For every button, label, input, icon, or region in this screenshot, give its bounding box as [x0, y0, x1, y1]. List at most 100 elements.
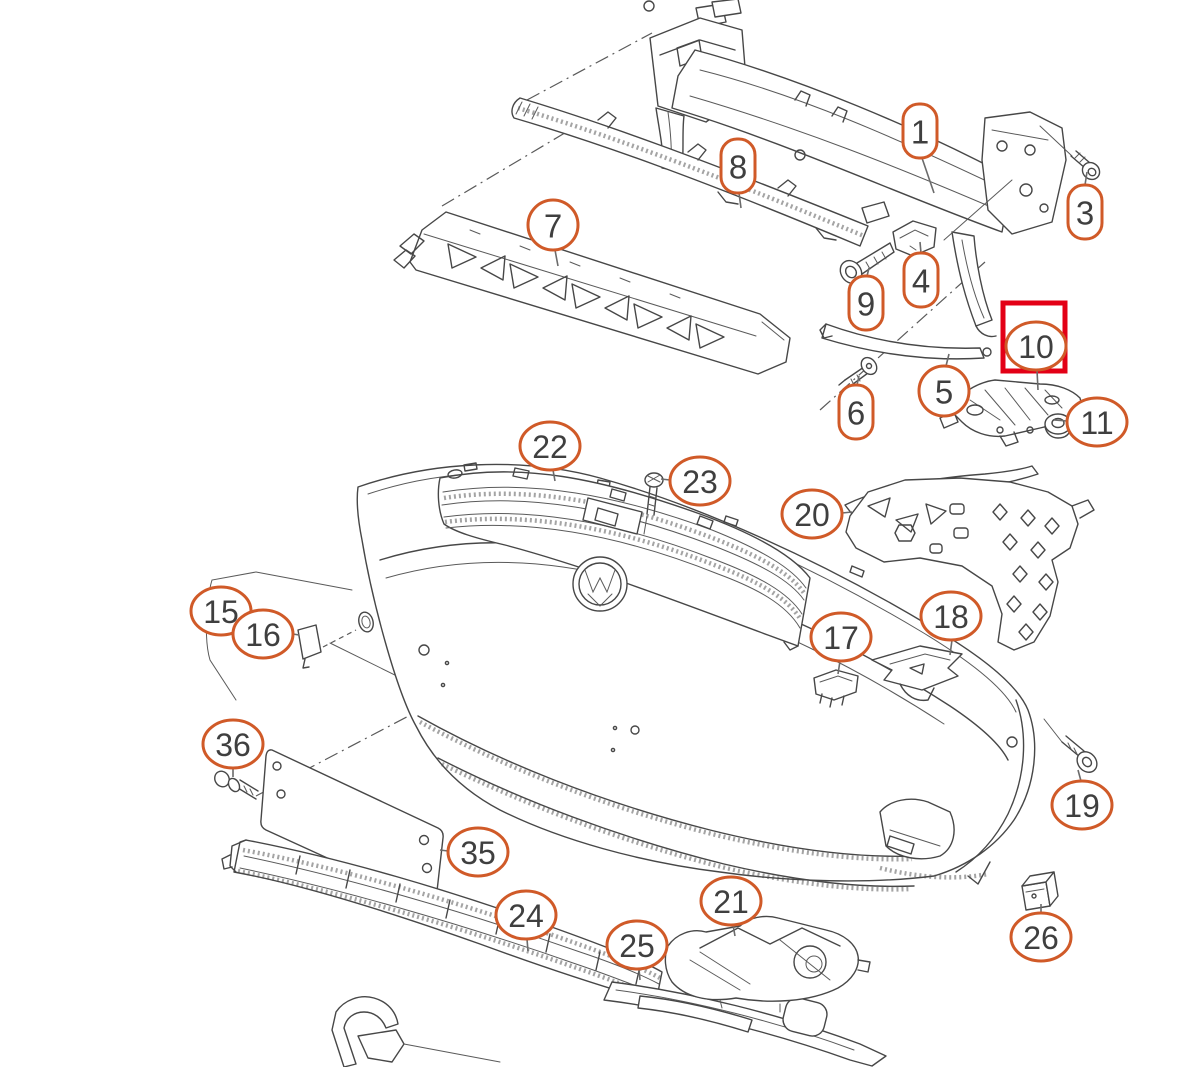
callout-24[interactable]: 24 [494, 889, 558, 952]
callout-bubble [1050, 779, 1114, 831]
callout-number: 15 [203, 594, 239, 630]
callout-leader-line [1053, 419, 1068, 422]
callout-leader-line [1077, 769, 1082, 782]
callout-8[interactable]: 8 [719, 137, 757, 209]
part-screw-19 [1043, 718, 1098, 773]
callout-number: 8 [729, 149, 747, 186]
callout-7[interactable]: 7 [526, 198, 580, 267]
callout-5[interactable]: 5 [917, 353, 971, 418]
callout-number: 26 [1023, 920, 1059, 956]
callout-bubble [1066, 183, 1104, 241]
callout-4[interactable]: 4 [902, 241, 940, 309]
callout-26[interactable]: 26 [1009, 904, 1073, 963]
callout-number: 16 [245, 617, 281, 653]
callout-bubble [902, 251, 940, 309]
callout-number: 9 [857, 286, 875, 323]
part-tow-cover-16 [297, 624, 357, 669]
callout-number: 17 [823, 620, 859, 656]
part-clamp-4 [892, 220, 937, 257]
callout-bubble [668, 455, 732, 507]
callout-number: 20 [794, 497, 830, 533]
part-screw-36 [214, 770, 259, 800]
callout-35[interactable]: 35 [439, 826, 510, 878]
part-bracket-18 [871, 645, 963, 702]
callout-number: 36 [215, 727, 251, 763]
part-screw-23 [643, 472, 664, 535]
callout-6[interactable]: 6 [837, 375, 875, 441]
callout-bubble [837, 383, 875, 441]
callout-9[interactable]: 9 [847, 267, 885, 332]
callout-bubble [201, 718, 265, 770]
callout-number: 11 [1080, 405, 1113, 441]
callout-leader-line [919, 241, 922, 254]
callout-bubble [518, 420, 582, 472]
callout-bubble [1009, 911, 1073, 963]
part-lower-grille [221, 839, 663, 1003]
callout-bubble [919, 590, 983, 642]
part-impact-beam [643, 0, 1073, 338]
callout-number: 19 [1064, 788, 1100, 824]
callout-leader-line [660, 478, 671, 481]
callout-leader-line [732, 924, 736, 937]
callout-number: 18 [933, 599, 969, 635]
callout-16[interactable]: 16 [231, 608, 300, 660]
callout-bubble [917, 364, 971, 418]
callout-number: 5 [935, 374, 953, 411]
callout-number: 6 [847, 395, 865, 432]
callout-leader-line [1084, 171, 1088, 186]
callout-bubble [605, 919, 669, 971]
callout-leader-line [552, 469, 556, 482]
part-screw-3 [1070, 150, 1101, 181]
callout-leader-line [837, 660, 841, 675]
callout-number: 3 [1076, 195, 1094, 232]
callout-number: 21 [713, 884, 749, 920]
callout-3[interactable]: 3 [1066, 171, 1104, 241]
callout-21[interactable]: 21 [699, 875, 763, 937]
callout-23[interactable]: 23 [660, 455, 732, 507]
callout-25[interactable]: 25 [605, 919, 669, 981]
callout-leader-line [949, 639, 953, 656]
callout-18[interactable]: 18 [919, 590, 983, 656]
callout-leader-line [554, 249, 559, 267]
callout-leader-line [638, 968, 641, 981]
callout-leader-line [1036, 369, 1039, 391]
callout-36[interactable]: 36 [201, 718, 265, 777]
callout-bubble [446, 826, 510, 878]
callout-number: 25 [619, 928, 655, 964]
part-trim-bezel [603, 981, 887, 1067]
callout-10[interactable]: 10 [1004, 320, 1068, 391]
callout-22[interactable]: 22 [518, 420, 582, 482]
callout-leader-line [526, 938, 529, 952]
callout-number: 35 [460, 835, 496, 871]
callout-17[interactable]: 17 [809, 611, 873, 675]
callout-bubble [809, 611, 873, 663]
callout-number: 1 [911, 114, 929, 151]
part-upper-strip [511, 97, 869, 247]
callout-bubble [901, 102, 939, 160]
callout-bubble [1004, 320, 1068, 372]
part-screw-6 [838, 356, 878, 388]
callout-leader-line [738, 192, 742, 209]
callout-leader-line [841, 511, 853, 514]
part-radiator-grille [437, 467, 811, 651]
callout-20[interactable]: 20 [780, 488, 853, 540]
callout-bubble [847, 274, 885, 332]
callout-19[interactable]: 19 [1050, 769, 1114, 831]
callout-bubble [526, 198, 580, 252]
callout-number: 22 [532, 429, 568, 465]
callout-bubble [1065, 396, 1129, 448]
callout-bubble [699, 875, 763, 927]
callout-number: 7 [544, 208, 562, 245]
callout-11[interactable]: 11 [1053, 396, 1129, 448]
callout-number: 23 [682, 464, 718, 500]
callout-leader-line [921, 157, 935, 194]
part-foam-absorber [393, 211, 791, 375]
callout-bubble [494, 889, 558, 941]
callout-number: 24 [508, 898, 544, 934]
callout-leader-line [945, 353, 950, 367]
part-corner-bracket [331, 996, 501, 1067]
callout-1[interactable]: 1 [901, 102, 939, 194]
